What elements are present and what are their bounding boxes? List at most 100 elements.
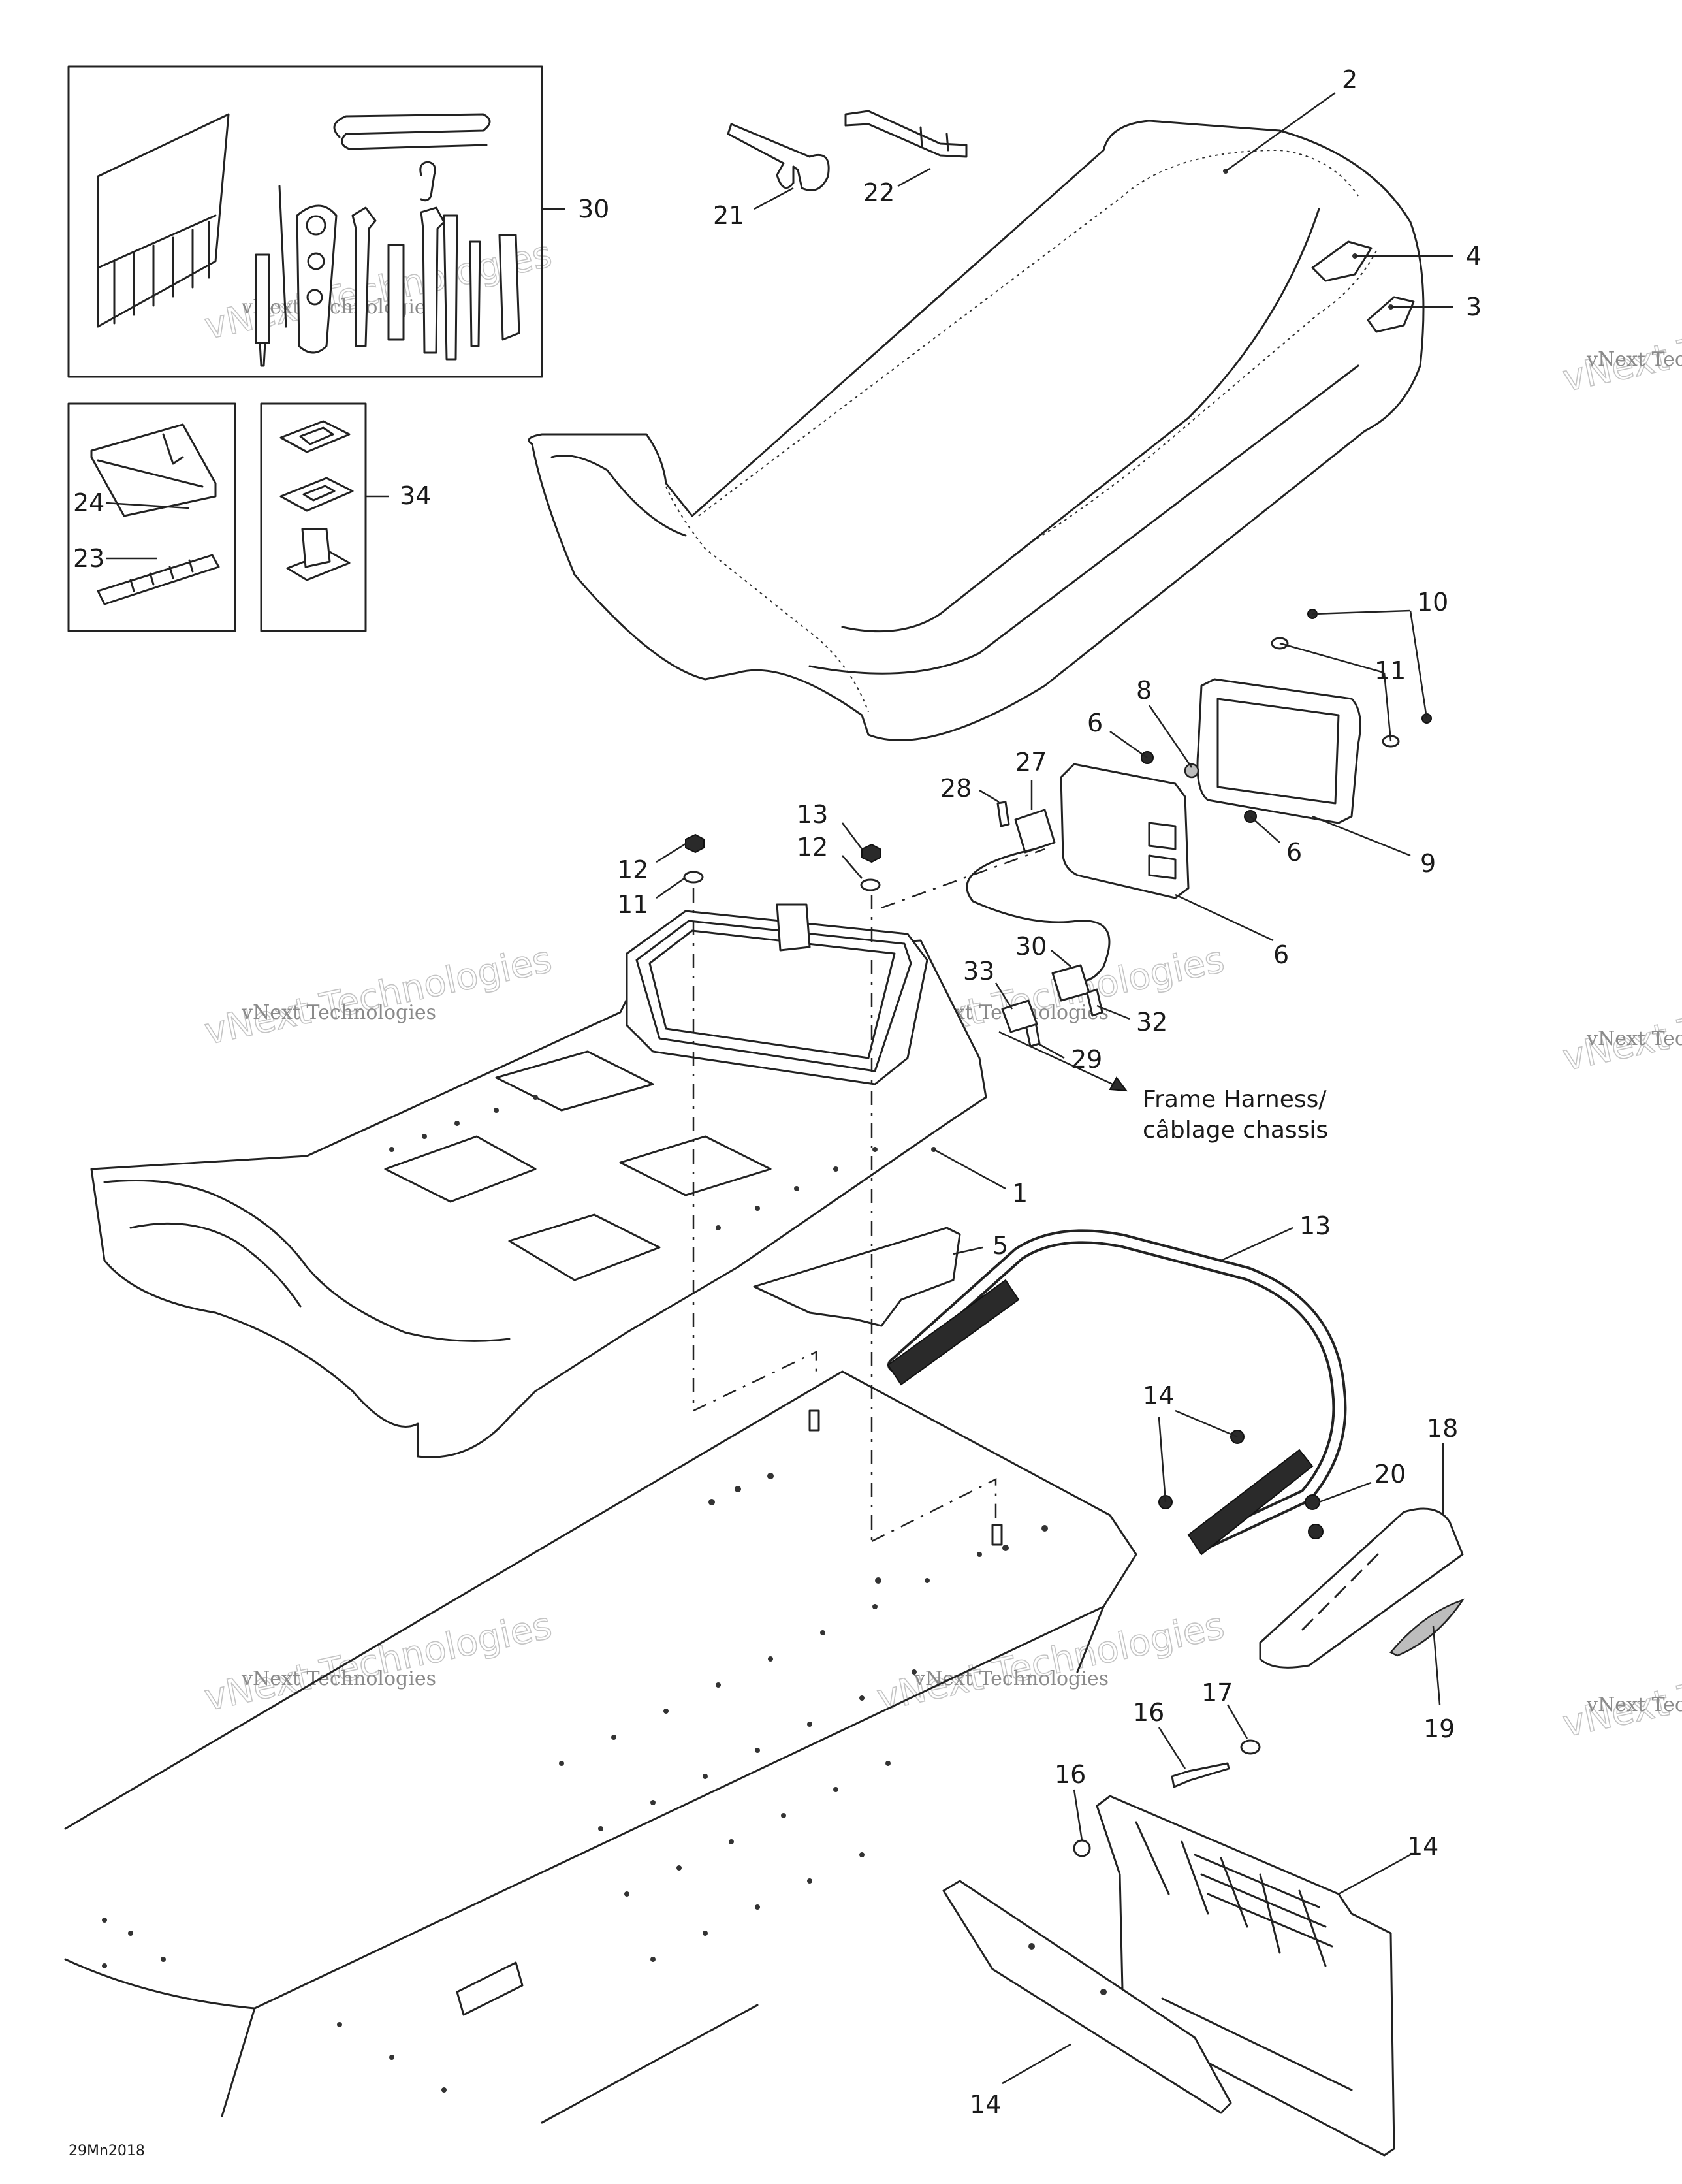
callout-2: 2 [1342, 65, 1357, 94]
tunnel-lower-edge [221, 2004, 759, 2124]
watermark-brand-text: vNext Technologies [241, 1001, 436, 1024]
leader-12a [656, 877, 685, 899]
tunnel-cutout [456, 1961, 524, 2016]
wire-clip-icon [333, 113, 491, 150]
callout-14: 13 [1299, 1212, 1331, 1240]
watermark-edge-3: vNext Technologies vNext Technologies [1559, 1630, 1682, 1746]
rivet-dot [755, 1748, 760, 1753]
mount-hole [454, 1121, 460, 1126]
callout-11: 11 [1374, 656, 1406, 685]
mount-body-icon [301, 528, 331, 568]
guide-line [881, 848, 1045, 909]
emblem-4 [1311, 240, 1373, 282]
rivet-19 [1171, 1762, 1230, 1788]
leader-1 [933, 1148, 1006, 1190]
grab-handle-14-highlight [890, 1232, 1344, 1546]
connector-29 [1014, 809, 1056, 854]
callout-27: 24 [73, 489, 104, 517]
watermark-edge-2: vNext Technologies vNext Technologies [1559, 964, 1682, 1080]
callout-12-right: 12 [797, 833, 828, 861]
tool-kit-inset: 30 [67, 65, 609, 378]
callout-23: 20 [1374, 1460, 1406, 1488]
tunnel-side-edge [64, 1605, 1105, 2010]
rivet-dot [925, 1578, 930, 1583]
watermark-big-text: vNext Technologies [1559, 285, 1682, 400]
harness-note-line1: Frame Harness/ [1143, 1086, 1327, 1113]
mount-hole [833, 1166, 838, 1172]
reflector-22 [1389, 1598, 1465, 1657]
rivet-dot [912, 1669, 917, 1675]
leader-15b [1158, 1417, 1167, 1503]
leader-12b [842, 855, 863, 879]
bracket-27-icon [90, 423, 217, 517]
rivet-dot [820, 1630, 825, 1635]
rivet-dot [708, 1499, 715, 1505]
grip-right [1187, 1449, 1314, 1556]
combination-wrench-icon [420, 206, 445, 354]
callout-19: 16 [1133, 1698, 1164, 1727]
leader-20 [1226, 1704, 1248, 1739]
nut-13-left [685, 833, 705, 854]
rivet-dot [337, 2022, 342, 2027]
mount-hole [755, 1206, 760, 1211]
grip-left [887, 1279, 1020, 1386]
tool-pouch-icon [97, 113, 230, 328]
callout-1: 1 [1012, 1179, 1028, 1208]
callout-20: 17 [1201, 1678, 1233, 1707]
seat-stitch-line [665, 486, 869, 713]
callout-22: 19 [1423, 1714, 1455, 1743]
leader-30a [979, 789, 1000, 803]
callout-26: 23 [73, 544, 104, 573]
stiffener-hole [1028, 1943, 1035, 1950]
accessory-frame [67, 402, 236, 632]
storage-box-latch [776, 903, 811, 952]
base-front-detail [103, 1180, 511, 1342]
gasket-icon [279, 420, 351, 453]
callout-28: 30 [578, 195, 609, 223]
leader-11a [1279, 642, 1385, 674]
rivet-dot [885, 1761, 891, 1766]
storage-box-rim-inner [648, 929, 896, 1059]
rivet-dot [650, 1957, 656, 1962]
callout-5: 5 [992, 1231, 1008, 1260]
callout-30-lower: 29 [1071, 1045, 1102, 1074]
snow-flap-16-slots [1194, 1854, 1333, 1948]
leader-11b [1383, 672, 1392, 742]
callout-6-upper: 6 [1087, 709, 1103, 737]
watermark-mid-left: vNext Technologies vNext Technologies [200, 938, 556, 1054]
stiffener-hole [1100, 1989, 1107, 1995]
callout-13-left: 12 [617, 856, 648, 884]
rivet-dot [663, 1709, 669, 1714]
rivet-dot [729, 1839, 734, 1844]
watermark-big-text: vNext Technologies [201, 939, 556, 1053]
leader-13b [842, 822, 863, 850]
leader-16 [1338, 1854, 1411, 1895]
watermark-brand-text: vNext Technologies [241, 296, 436, 319]
stud [808, 1409, 820, 1432]
wrench-hole-icon [306, 289, 323, 306]
callout-6-lower: 6 [1286, 838, 1302, 867]
leader-5 [953, 1246, 983, 1255]
callout-4: 4 [1466, 242, 1482, 270]
callout-30-upper: 28 [940, 774, 972, 803]
grab-handle-assembly: 13 14 [887, 1212, 1347, 1556]
spark-plug-wrench-icon [387, 244, 405, 341]
leader-6b [1250, 816, 1280, 843]
bracket-25-pins [919, 126, 949, 152]
callout-31: 30 [1015, 932, 1047, 961]
rivet-dot [389, 2055, 394, 2060]
screwdriver-icon [255, 253, 270, 367]
rivet-dot [977, 1552, 982, 1557]
rivet-dot [781, 1813, 786, 1818]
rivet-dot [875, 1577, 881, 1584]
rivet-dot [833, 1787, 838, 1792]
base-front-detail [129, 1222, 302, 1308]
taillight-lens-inner [1216, 698, 1340, 805]
tunnel-body [64, 1370, 1137, 2124]
rivet-dot [611, 1735, 616, 1740]
tunnel-rear-edge [1076, 1605, 1105, 1673]
watermark-big-text: vNext Technologies [1559, 1631, 1682, 1746]
punch-tool-icon [469, 240, 481, 347]
snow-flap-assembly: 14 14 16 16 17 [942, 1678, 1438, 2157]
